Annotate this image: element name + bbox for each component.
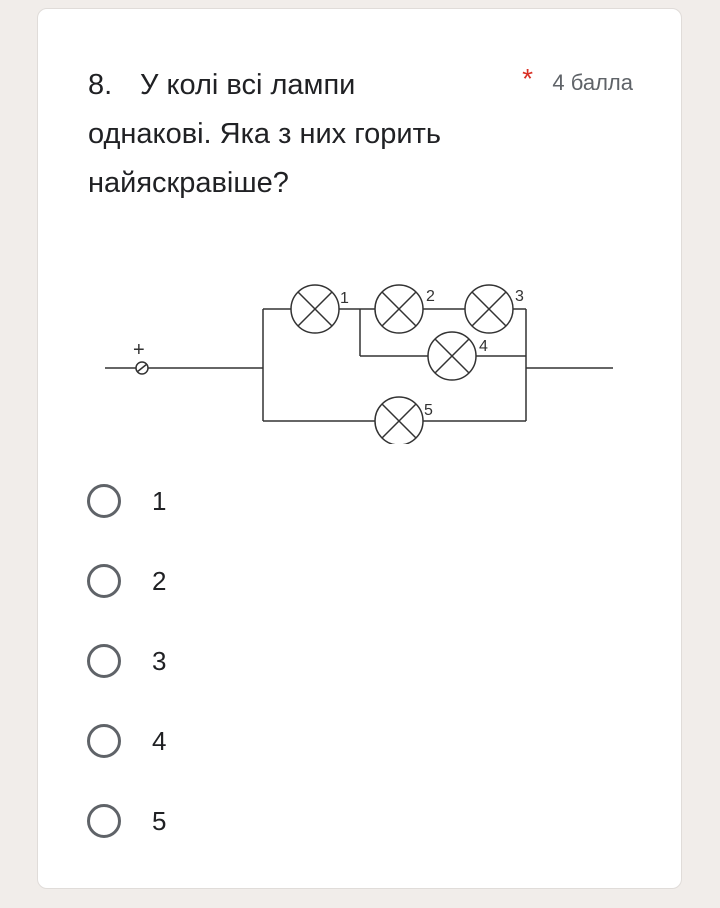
plus-terminal-label: + bbox=[133, 339, 145, 361]
lamp-label-2: 2 bbox=[426, 288, 435, 305]
circuit-wires bbox=[105, 308, 613, 422]
lamp-4-icon bbox=[427, 331, 477, 381]
option-2[interactable]: 2 bbox=[87, 541, 387, 621]
lamp-label-4: 4 bbox=[479, 338, 488, 355]
lamp-label-1: 1 bbox=[340, 290, 349, 307]
lamp-1-icon bbox=[290, 284, 340, 334]
option-label: 5 bbox=[152, 805, 167, 836]
question-card: 8.У колі всі лампи однакові. Яка з них г… bbox=[37, 8, 682, 889]
option-1[interactable]: 1 bbox=[87, 461, 387, 541]
question-text: У колі всі лампи однакові. Яка з них гор… bbox=[88, 69, 442, 199]
lamp-label-5: 5 bbox=[424, 402, 433, 419]
question-number: 8. bbox=[88, 69, 113, 101]
option-5[interactable]: 5 bbox=[87, 781, 387, 861]
answer-options: 1 2 3 4 5 bbox=[87, 461, 387, 861]
option-label: 2 bbox=[152, 565, 167, 596]
circuit-diagram: + − bbox=[105, 284, 613, 444]
option-label: 1 bbox=[152, 485, 167, 516]
lamp-2-icon bbox=[374, 284, 424, 334]
option-label: 3 bbox=[152, 645, 167, 676]
radio-button-icon[interactable] bbox=[87, 644, 121, 678]
points-label: 4 балла bbox=[552, 70, 633, 95]
radio-button-icon[interactable] bbox=[87, 564, 121, 598]
lamp-3-icon bbox=[464, 284, 514, 334]
radio-button-icon[interactable] bbox=[87, 724, 121, 758]
option-label: 4 bbox=[152, 725, 167, 756]
radio-button-icon[interactable] bbox=[87, 804, 121, 838]
lamp-labels: 1 2 3 4 5 bbox=[340, 288, 524, 419]
required-asterisk: * bbox=[522, 63, 533, 94]
option-4[interactable]: 4 bbox=[87, 701, 387, 781]
option-3[interactable]: 3 bbox=[87, 621, 387, 701]
lamp-label-3: 3 bbox=[515, 288, 524, 305]
lamp-5-icon bbox=[374, 396, 424, 444]
plus-terminal-slash bbox=[136, 363, 148, 373]
lamp-symbols bbox=[290, 284, 514, 444]
radio-button-icon[interactable] bbox=[87, 484, 121, 518]
terminals bbox=[135, 361, 149, 375]
question-title: 8.У колі всі лампи однакові. Яка з них г… bbox=[88, 61, 448, 208]
